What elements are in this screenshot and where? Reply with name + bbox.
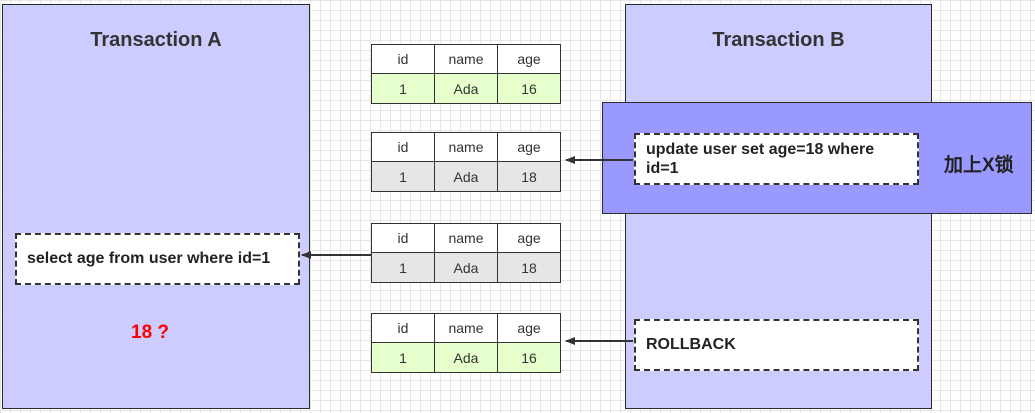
transaction-b-update-text: update user set age=18 where id=1 [646, 141, 875, 177]
user-table-updated: id name age 1 Ada 18 [371, 132, 561, 192]
header-age: age [497, 223, 561, 253]
table-header-row: id name age [371, 132, 561, 162]
cell-age: 16 [497, 73, 561, 104]
transaction-a-title: Transaction A [90, 29, 222, 51]
table-row: 1 Ada 18 [371, 161, 561, 192]
cell-id: 1 [371, 161, 435, 192]
x-lock-label: 加上X锁 [944, 155, 1014, 176]
cell-age: 18 [497, 252, 561, 283]
header-name: name [434, 313, 498, 343]
table-row: 1 Ada 16 [371, 342, 561, 373]
table-row: 1 Ada 16 [371, 73, 561, 104]
cell-age: 18 [497, 161, 561, 192]
transaction-b-rollback: ROLLBACK [634, 319, 919, 371]
cell-age: 16 [497, 342, 561, 373]
cell-name: Ada [434, 342, 498, 373]
user-table-read: id name age 1 Ada 18 [371, 223, 561, 283]
transaction-a-panel: Transaction A [2, 4, 310, 409]
header-name: name [434, 132, 498, 162]
transaction-a-query: select age from user where id=1 [15, 233, 300, 285]
cell-name: Ada [434, 161, 498, 192]
header-id: id [371, 132, 435, 162]
cell-id: 1 [371, 252, 435, 283]
header-id: id [371, 313, 435, 343]
user-table-rolled-back: id name age 1 Ada 16 [371, 313, 561, 373]
header-age: age [497, 44, 561, 74]
cell-id: 1 [371, 342, 435, 373]
transaction-b-title: Transaction B [712, 29, 845, 51]
transaction-b-update: update user set age=18 where id=1 [634, 133, 919, 185]
cell-id: 1 [371, 73, 435, 104]
table-header-row: id name age [371, 44, 561, 74]
table-row: 1 Ada 18 [371, 252, 561, 283]
header-id: id [371, 44, 435, 74]
cell-name: Ada [434, 252, 498, 283]
table-header-row: id name age [371, 313, 561, 343]
user-table-initial: id name age 1 Ada 16 [371, 44, 561, 104]
transaction-a-result: 18 ? [131, 322, 170, 343]
